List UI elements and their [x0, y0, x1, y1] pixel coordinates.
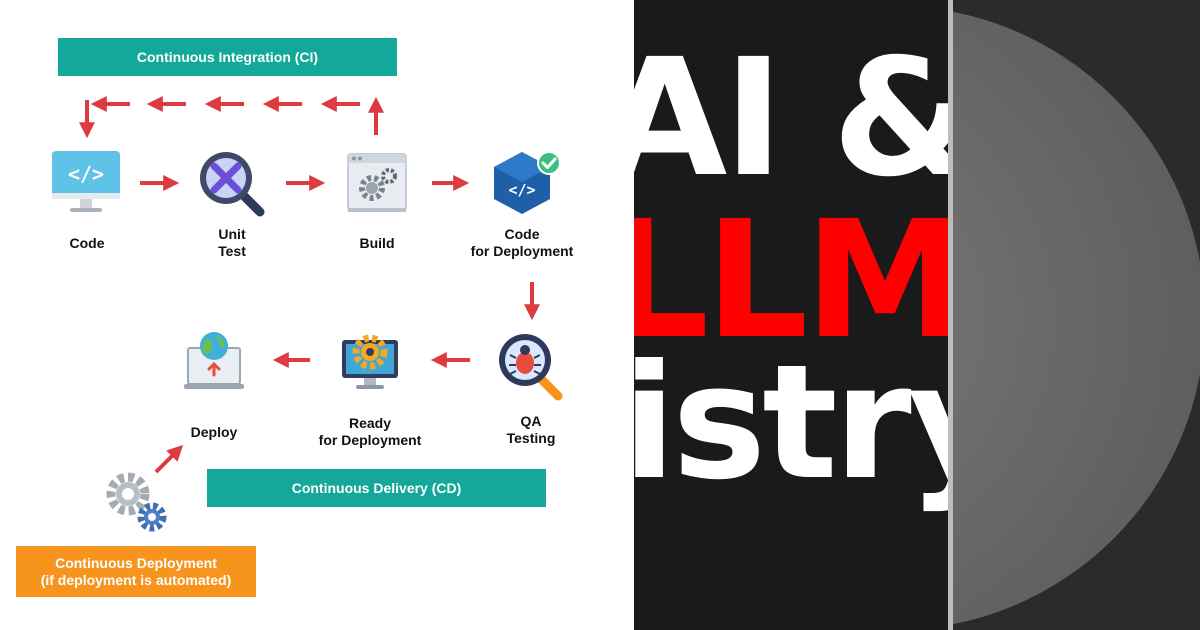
node-label-unit-test: Unit Test — [218, 226, 246, 259]
node-label-code-for-deployment: Code for Deployment — [470, 226, 574, 259]
cd-banner: Continuous Delivery (CD) — [207, 469, 546, 507]
cicd-diagram-panel: Continuous Integration (CI) — [16, 38, 574, 597]
panel-divider — [948, 0, 953, 630]
headline-panel: AI & LLM istry — [634, 0, 948, 630]
headline-line-2: LLM — [634, 187, 948, 375]
ci-banner: Continuous Integration (CI) — [58, 38, 397, 76]
svg-text:</>: </> — [508, 181, 535, 199]
gray-disc — [953, 11, 1200, 625]
svg-text:</>: </> — [68, 162, 104, 186]
headline-line-3: istry — [634, 331, 948, 515]
monitor-gear-icon — [340, 326, 400, 392]
gears-icon — [102, 470, 172, 534]
continuous-deployment-banner: Continuous Deployment (if deployment is … — [16, 546, 256, 597]
node-label-build: Build — [359, 235, 395, 251]
node-label-code: Code — [69, 235, 105, 251]
decorative-disc-panel — [953, 0, 1200, 630]
laptop-globe-icon — [184, 330, 244, 392]
build-gears-icon — [346, 152, 408, 214]
headline-line-1: AI & — [634, 25, 948, 213]
node-label-qa-testing: QA Testing — [506, 413, 556, 446]
bug-magnifier-icon — [496, 330, 566, 402]
code-box-check-icon: </> — [492, 150, 564, 216]
monitor-code-icon: </> — [50, 150, 122, 216]
node-label-deploy: Deploy — [190, 424, 238, 440]
node-label-ready-for-deployment: Ready for Deployment — [318, 415, 422, 448]
flow-arrows — [79, 96, 540, 474]
arrow-automation-to-deploy — [154, 444, 184, 474]
magnifier-icon — [196, 148, 268, 218]
